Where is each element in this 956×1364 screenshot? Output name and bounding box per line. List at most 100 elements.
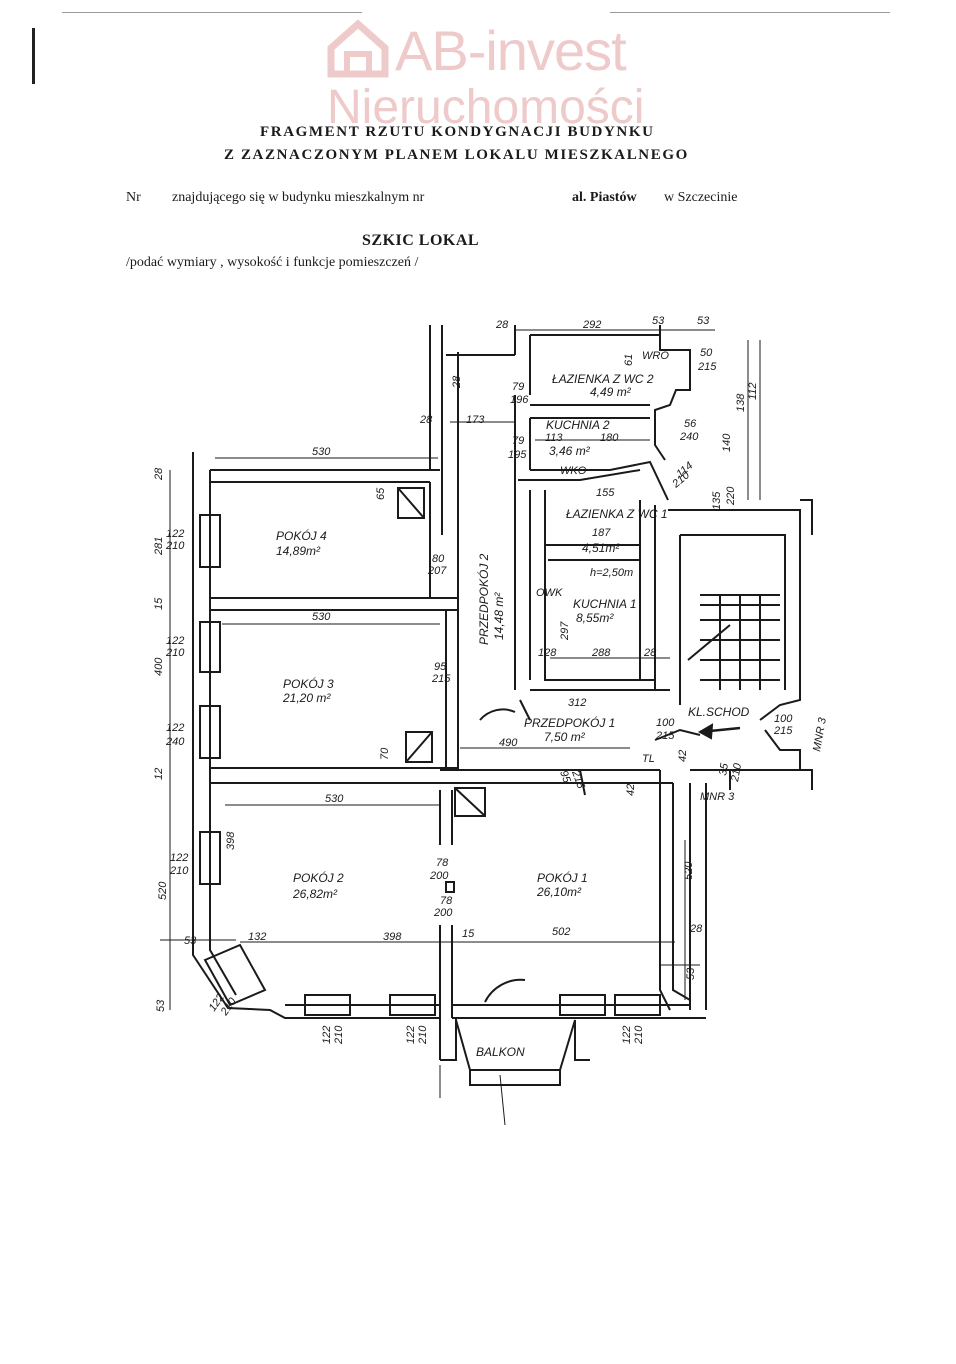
dim: 12 xyxy=(153,768,165,780)
dim: 207 xyxy=(427,565,447,577)
dim: 200 xyxy=(433,907,453,919)
dim: 281 xyxy=(153,537,165,556)
dim: 502 xyxy=(552,926,570,938)
watermark-brand: AB-invest xyxy=(395,19,627,82)
dim: 80 xyxy=(432,553,445,565)
dim: 292 xyxy=(582,319,601,331)
dim: 210 xyxy=(165,647,185,659)
dim: 28 xyxy=(495,319,509,331)
dim: 210 xyxy=(333,1025,345,1045)
room-przedpokoj2-name: PRZEDPOKÓJ 2 xyxy=(476,553,491,645)
dim: 79 xyxy=(512,435,524,447)
room-pokoj2-name: POKÓJ 2 xyxy=(293,870,344,885)
label-height: h=2,50m xyxy=(590,567,633,579)
label-mnr3: MNR 3 xyxy=(700,791,735,803)
scan-mark xyxy=(32,28,35,84)
dim: 490 xyxy=(499,737,518,749)
dim: 140 xyxy=(721,433,733,452)
room-lazienka1-area: 4,51m² xyxy=(582,541,620,555)
label-wro: WRO xyxy=(642,350,669,362)
street-name: al. Piastów xyxy=(572,190,637,205)
room-kuchnia2-area: 3,46 m² xyxy=(549,444,591,458)
document-title-line1: FRAGMENT RZUTU KONDYGNACJI BUDYNKU xyxy=(260,124,655,140)
dim: 28 xyxy=(689,923,703,935)
dim: 530 xyxy=(312,446,331,458)
scan-line xyxy=(62,12,362,13)
sketch-title: SZKIC LOKAL xyxy=(362,232,480,249)
dim: 138 xyxy=(735,393,747,412)
dim: 56 xyxy=(684,418,697,430)
room-pokoj1-name: POKÓJ 1 xyxy=(537,870,588,885)
dim: 53 xyxy=(155,999,167,1012)
room-pokoj3-name: POKÓJ 3 xyxy=(283,676,334,691)
dim: 200 xyxy=(429,870,449,882)
dim: 122 xyxy=(321,1026,333,1044)
dim: 240 xyxy=(165,736,185,748)
dim: 297 xyxy=(559,621,571,641)
nr-label: Nr xyxy=(126,190,141,205)
room-przedpokoj1-area: 7,50 m² xyxy=(544,730,586,744)
dim: 215 xyxy=(431,673,451,685)
dim: 220 xyxy=(725,486,737,506)
dim: 398 xyxy=(383,931,402,943)
dim: 100 xyxy=(774,713,793,725)
dim: 28 xyxy=(643,647,657,659)
dim: 70 xyxy=(379,747,391,760)
room-balkon-name: BALKON xyxy=(476,1045,525,1059)
room-lazienka2-area: 4,49 m² xyxy=(590,385,632,399)
dim: 122 xyxy=(166,635,184,647)
dim: 28 xyxy=(451,375,463,389)
city-name: w Szczecinie xyxy=(664,190,738,205)
sketch-note: /podać wymiary , wysokość i funkcje pomi… xyxy=(126,255,419,270)
dim: 520 xyxy=(157,881,169,900)
label-mnr3-vertical: MNR 3 xyxy=(811,716,829,753)
dim: 122 xyxy=(166,528,184,540)
dim: 78 xyxy=(440,895,453,907)
dim: 95 xyxy=(557,769,573,785)
dim: 128 xyxy=(538,647,557,659)
dim: 100 xyxy=(656,717,675,729)
room-pokoj3-area: 21,20 m² xyxy=(282,691,331,705)
dim: 398 xyxy=(225,831,237,850)
dim: 215 xyxy=(655,730,675,742)
dim: 53 xyxy=(184,935,197,947)
dim: 15 xyxy=(153,597,165,610)
dim: 53 xyxy=(697,315,710,327)
dim: 15 xyxy=(462,928,475,940)
dim: 79 xyxy=(512,381,524,393)
room-pokoj1-area: 26,10m² xyxy=(536,885,582,899)
dim: 53 xyxy=(685,967,697,980)
dim: 42 xyxy=(677,750,689,762)
dim: 61 xyxy=(623,354,635,366)
room-pokoj2-area: 26,82m² xyxy=(292,887,338,901)
dim: 210 xyxy=(729,761,744,783)
dim: 65 xyxy=(375,487,387,500)
dim: 400 xyxy=(153,657,165,676)
dim: 42 xyxy=(625,784,637,796)
dim: 112 xyxy=(747,382,759,400)
dim: 28 xyxy=(153,467,165,481)
misc-labels: WRO WKO OWK TL h=2,50m MNR 3 MNR 3 xyxy=(536,350,829,803)
dim: 240 xyxy=(679,431,699,443)
dim: 288 xyxy=(591,647,611,659)
dimension-lines xyxy=(160,329,761,1126)
room-kuchnia1-name: KUCHNIA 1 xyxy=(573,597,637,611)
dim: 210 xyxy=(165,540,185,552)
dim: 122 xyxy=(621,1026,633,1044)
label-tl: TL xyxy=(642,753,655,765)
room-kuchnia2-name: KUCHNIA 2 xyxy=(546,418,610,432)
dim: 215 xyxy=(773,725,793,737)
room-przedpokoj1-name: PRZEDPOKÓJ 1 xyxy=(524,715,615,730)
dim: 95 xyxy=(434,661,447,673)
building-text: znajdującego się w budynku mieszkalnym n… xyxy=(172,190,425,205)
document-title-line2: Z ZAZNACZONYM PLANEM LOKALU MIESZKALNEGO xyxy=(224,147,689,163)
room-lazienka1-name: ŁAZIENKA Z WC 1 xyxy=(566,507,668,521)
dim: 122 xyxy=(170,852,188,864)
dim: 155 xyxy=(596,487,615,499)
label-wko: WKO xyxy=(560,465,587,477)
dim: 215 xyxy=(697,361,717,373)
watermark-subtitle: Nieruchomości xyxy=(327,81,645,134)
dimension-labels: 530 530 530 292 28 53 53 173 28 28 113 1… xyxy=(153,315,793,1045)
dim: 180 xyxy=(600,432,619,444)
